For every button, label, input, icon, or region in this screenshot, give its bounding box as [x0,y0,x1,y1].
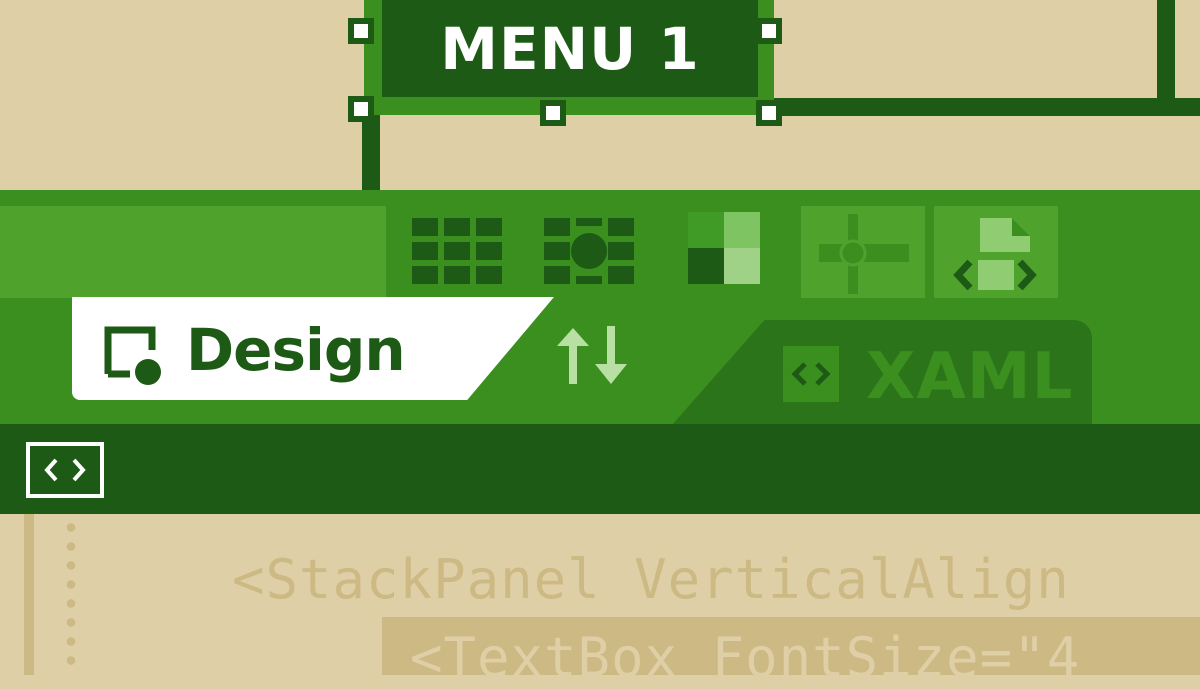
code-brackets-icon [791,362,831,386]
editor-header-bar [0,424,1200,514]
tool-grid-layout[interactable] [398,206,522,298]
resize-handle-bottom-center[interactable] [540,100,566,126]
code-line-1[interactable]: <StackPanel VerticalAlign [232,548,1070,611]
resize-handle-top-left[interactable] [348,18,374,44]
swap-arrows-icon [557,326,627,384]
resize-handle-top-right[interactable] [756,18,782,44]
grid-layout-icon [412,218,502,284]
resize-handle-bottom-left[interactable] [348,96,374,122]
wire-right-vertical [1157,0,1175,104]
toolbar-left-strip [0,206,386,298]
xaml-tab-icon-box [783,346,839,402]
code-file-icon [953,218,1037,291]
grid-circle-icon [544,218,634,284]
editor-indent-guide [66,518,76,675]
code-brackets-icon [44,458,86,482]
wire-left-vertical [362,115,380,195]
design-view-icon [104,326,161,385]
editor-code-button[interactable] [26,442,104,498]
tab-design-label: Design [186,316,406,384]
editor-gutter-line [24,514,34,675]
swap-views-button[interactable] [553,320,633,390]
wire-right-horizontal [774,98,1200,116]
tool-slider-split[interactable] [801,206,925,298]
menu-element-title[interactable]: MENU 1 [382,0,758,97]
tool-grid-circle[interactable] [530,206,654,298]
resize-handle-bottom-right[interactable] [756,100,782,126]
tool-code-file[interactable] [934,206,1058,298]
slider-split-icon [819,214,909,294]
tool-checker-layout[interactable] [674,206,798,298]
checker-layout-icon [688,212,760,284]
code-line-2[interactable]: <TextBox FontSize="4 [410,626,1081,689]
tab-xaml-label: XAML [866,340,1074,414]
code-line-highlight [382,617,1200,675]
